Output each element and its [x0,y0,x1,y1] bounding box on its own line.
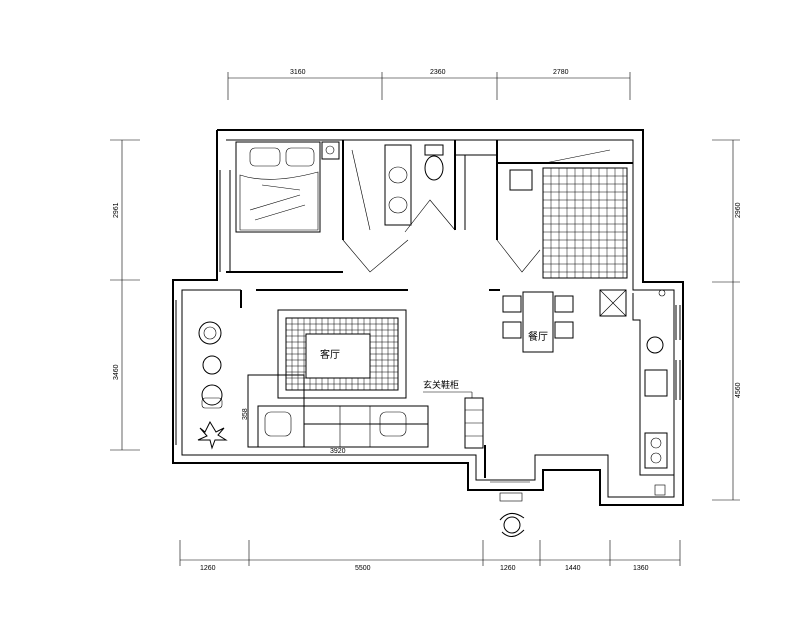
dimension-left-1: 2961 [113,202,120,218]
door-swings [342,149,611,273]
dimension-bottom-4: 1440 [565,565,581,572]
kitchen-counter [599,289,674,476]
dimension-bottom-2: 5500 [355,565,371,572]
shoe-cabinet-label: 玄关鞋柜 [423,379,459,391]
tiled-storage-area [542,167,628,279]
dimension-bottom-5: 1360 [633,565,649,572]
coffee-table [305,333,371,379]
dimension-top-1: 3160 [290,69,306,76]
washing-machine [509,169,533,191]
balcony-table [202,355,222,375]
left-dimension-chain: 2961 3460 [110,139,140,451]
lamp-icon [325,145,335,155]
dimension-top-2: 2360 [430,69,446,76]
water-heater-icon [646,336,664,354]
kitchen-drain [654,484,666,496]
sofa-depth-dimension: 358 [242,408,249,420]
person-icon [499,513,525,537]
gas-pipe-icon [658,289,666,297]
cooktop-icon [644,432,668,469]
balcony-lounge-chair [198,321,222,345]
dimension-bottom-1: 1260 [200,565,216,572]
dining-room-label: 餐厅 [528,330,548,343]
dimension-bottom-3: 1260 [500,565,516,572]
entrance-door [490,481,530,502]
top-dimension-chain: 3160 2360 2780 [227,69,631,100]
washbasin-counter [384,144,412,226]
balcony-armchair [201,384,223,409]
toilet [424,144,444,181]
right-dimension-chain: 2960 4560 [712,139,742,501]
nightstand [321,141,340,160]
dimension-left-2: 3460 [113,364,120,380]
potted-plant-icon [197,420,228,450]
fridge [599,289,627,317]
dining-set [502,291,574,353]
bed [235,141,321,233]
dimension-top-3: 2780 [553,69,569,76]
dimension-right-1: 2960 [735,202,742,218]
exterior-walls [172,129,684,506]
sofa-width-dimension: 3920 [330,448,346,455]
shoe-cabinet [464,397,484,449]
bottom-dimension-chain: 1260 5500 1260 1440 1360 [179,540,681,572]
kitchen-sink [644,369,668,397]
sofa [247,374,429,448]
dimension-right-2: 4560 [735,382,742,398]
living-room-label: 客厅 [320,348,340,361]
